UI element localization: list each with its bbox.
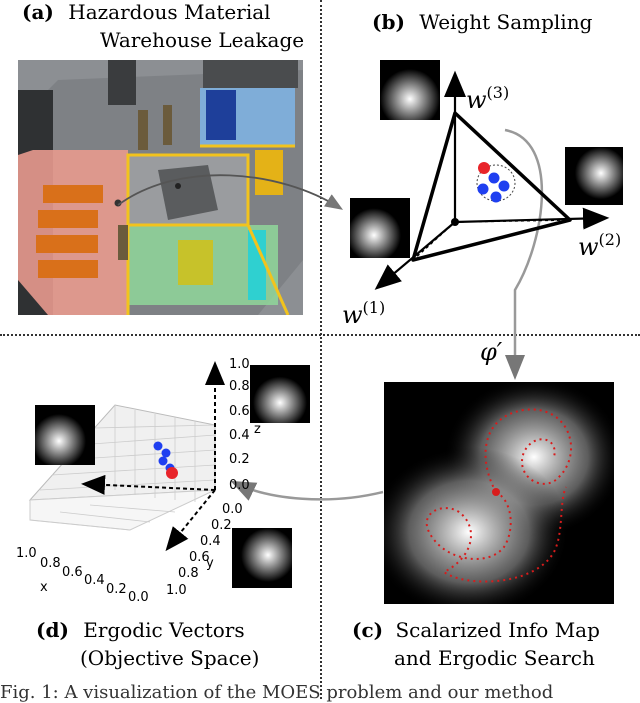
weight-sample xyxy=(498,180,510,192)
leak-puddle xyxy=(158,165,218,220)
panel-a-title-line1: Hazardous Material xyxy=(68,0,271,24)
back-wall-column xyxy=(108,60,136,105)
phi-label: φ′ xyxy=(480,338,503,366)
dashed-edges xyxy=(412,113,571,261)
center-point xyxy=(175,183,181,189)
x-tick: 0.6 xyxy=(62,565,83,580)
panel-a-title-line2: Warehouse Leakage xyxy=(100,28,305,52)
yellow-floor-lines xyxy=(126,144,295,315)
y-tick: 0.8 xyxy=(178,566,199,581)
info-map-thumb-w3 xyxy=(380,60,440,120)
z-tick: 0.0 xyxy=(229,478,250,493)
ergodic-trajectory xyxy=(425,408,573,583)
panel-a-title: (a) Hazardous Material xyxy=(22,0,271,24)
panel-b-title: (b) Weight Sampling xyxy=(372,10,592,34)
arrow-c-to-d xyxy=(230,480,384,501)
panel-d-title: (d) Ergodic Vectors xyxy=(36,618,245,642)
panel-d-letter: (d) xyxy=(36,618,69,642)
ergodic-vector-point xyxy=(158,456,168,466)
x-tick: 1.0 xyxy=(16,546,37,561)
panel-c-letter: (c) xyxy=(352,618,384,642)
ergodic-vector-selected xyxy=(166,467,178,479)
warehouse-scene xyxy=(18,60,303,315)
z-tick: 0.2 xyxy=(229,452,250,467)
vertical-divider xyxy=(320,0,322,699)
weight-sample xyxy=(488,172,500,184)
panel-b-title-text: Weight Sampling xyxy=(419,10,593,34)
info-map-thumb-z xyxy=(250,365,310,423)
simplex-triangle xyxy=(411,111,572,262)
y-tick: 0.4 xyxy=(200,534,221,549)
z-tick: 0.6 xyxy=(229,404,250,419)
ergodic-vector-point xyxy=(161,448,171,458)
info-peak-bottom xyxy=(384,447,569,604)
panel-b-letter: (b) xyxy=(372,10,405,34)
panel-d-title-line2: (Objective Space) xyxy=(80,646,260,670)
figure-caption: Fig. 1: A visualization of the MOES prob… xyxy=(0,682,554,703)
panel-c-title-line1: Scalarized Info Map xyxy=(395,618,600,642)
z-tick: 0.8 xyxy=(229,379,250,394)
arrow-a-to-b xyxy=(117,174,344,210)
y-tick: 0.2 xyxy=(211,518,232,533)
z-tick: 1.0 xyxy=(229,357,250,372)
trajectory-start xyxy=(492,488,500,496)
axis-x xyxy=(81,474,216,495)
objective-space-plot xyxy=(28,361,310,588)
horizontal-divider xyxy=(0,334,640,336)
panel-c-title-line2: and Ergodic Search xyxy=(394,646,595,670)
axis-w1-label: w(1) xyxy=(342,298,385,329)
weight-sample xyxy=(477,183,489,195)
axis-w3-label: w(3) xyxy=(466,83,509,114)
z-axis-label: z xyxy=(254,422,261,437)
y-tick: 1.0 xyxy=(166,583,187,598)
weight-simplex: w(3) w(2) w(1) xyxy=(342,60,623,329)
y-tick: 0.6 xyxy=(189,550,210,565)
panel-a-letter: (a) xyxy=(22,0,54,24)
pillars xyxy=(118,105,172,260)
yellow-barrels xyxy=(178,240,213,285)
panel-d-title-line1: Ergodic Vectors xyxy=(83,618,245,642)
info-map-thumb-w2 xyxy=(565,147,623,205)
x-tick: 0.8 xyxy=(40,556,61,571)
ergodic-vector-point xyxy=(153,441,163,451)
panel-c-title: (c) Scalarized Info Map xyxy=(352,618,600,642)
x-tick: 0.0 xyxy=(128,590,149,605)
x-tick: 0.4 xyxy=(84,573,105,588)
x-axis-label: x xyxy=(40,580,48,595)
info-map-thumb-x xyxy=(35,405,95,465)
y-axis-label: y xyxy=(206,556,214,571)
z-tick: 0.4 xyxy=(229,428,250,443)
weight-sample-selected xyxy=(478,162,490,174)
x-tick: 0.2 xyxy=(106,582,127,597)
cyan-racks xyxy=(248,230,266,300)
origin-point xyxy=(451,218,459,226)
info-map-thumb-y xyxy=(232,528,292,588)
scalarized-info-map xyxy=(384,382,614,604)
axis-y xyxy=(165,489,216,552)
info-map-thumb-w1 xyxy=(350,198,410,258)
axis-w1 xyxy=(374,221,456,290)
orange-shelves xyxy=(36,185,103,278)
forklift xyxy=(255,150,283,195)
weight-sample xyxy=(490,191,502,203)
arrow-b-to-c xyxy=(504,128,544,380)
axis-w2-label: w(2) xyxy=(578,230,621,261)
blue-containers xyxy=(206,90,236,140)
back-wall xyxy=(203,60,298,88)
y-tick: 0.0 xyxy=(222,502,243,517)
